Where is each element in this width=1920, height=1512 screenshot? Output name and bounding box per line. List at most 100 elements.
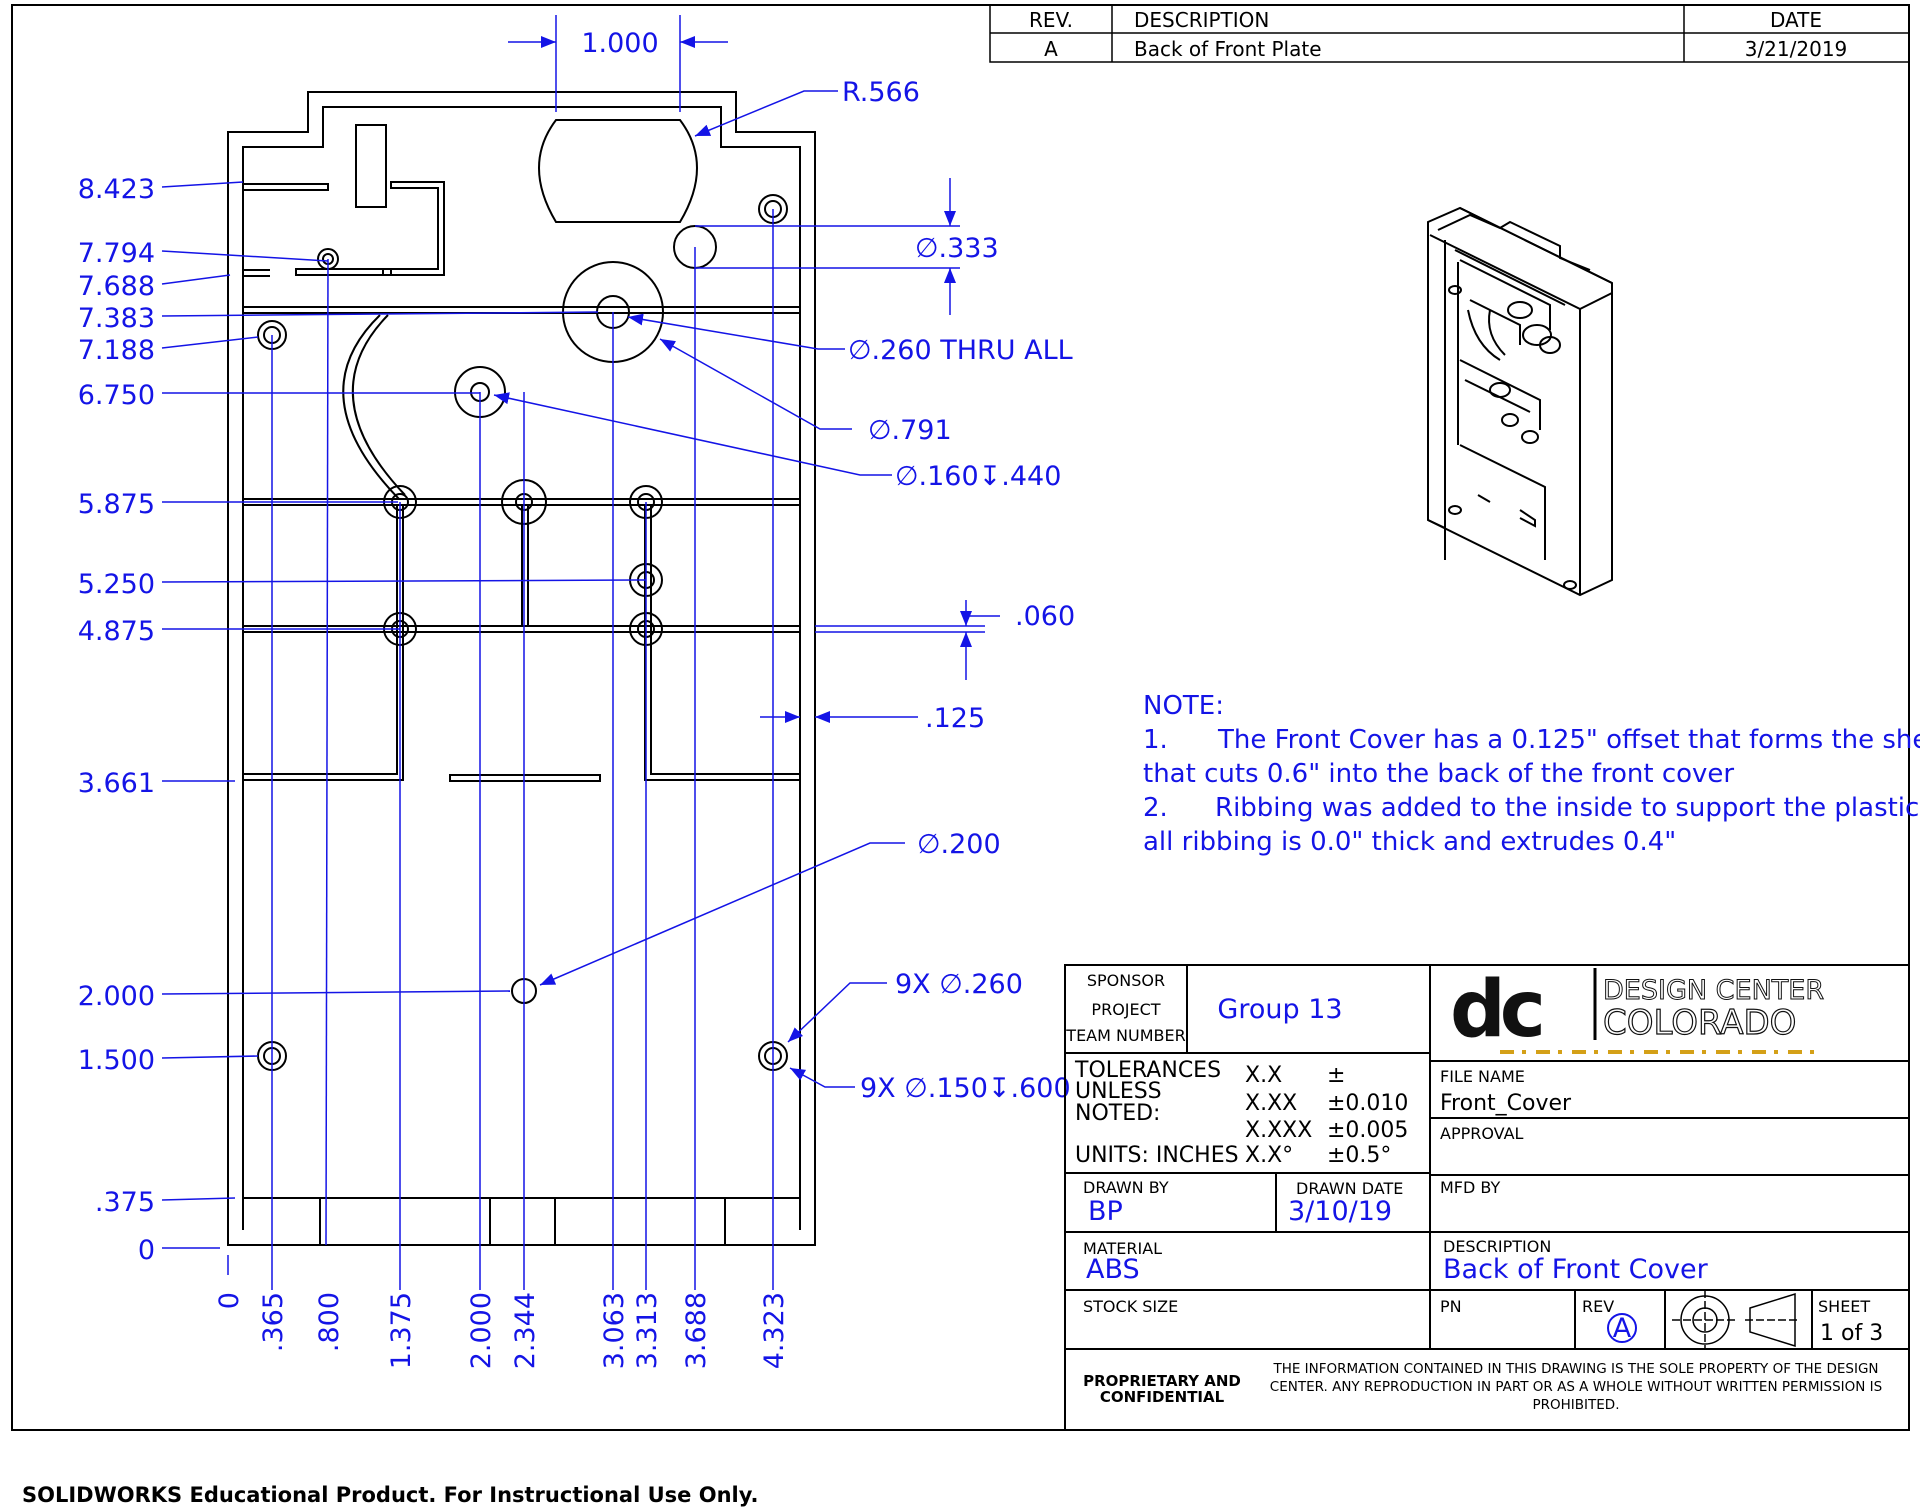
team-number-value: Group 13 [1217, 994, 1342, 1025]
y-dim-5875: 5.875 [78, 489, 155, 520]
description-header: DESCRIPTION [1134, 8, 1269, 32]
y-dim-375: .375 [95, 1187, 155, 1218]
y-dimension-labels: 8.423 7.794 7.688 7.383 7.188 6.750 5.87… [78, 174, 155, 1266]
dim-dia-260-thru: ∅.260 THRU ALL [848, 335, 1073, 366]
dim-9x-150: 9X ∅.150↧.600 [860, 1073, 1071, 1104]
description-cell: Back of Front Plate [1134, 37, 1322, 61]
material-value: ABS [1086, 1254, 1140, 1285]
title-block-text: SPONSOR PROJECT TEAM NUMBER Group 13 dc … [1065, 965, 1883, 1413]
note-1-line-2: that cuts 0.6" into the back of the fron… [1143, 759, 1734, 789]
rev-header: REV. [1029, 8, 1073, 32]
units-label: UNITS: INCHES [1075, 1143, 1239, 1168]
tol-value-3: ±0.005 [1327, 1118, 1408, 1143]
date-header: DATE [1770, 8, 1822, 32]
notes: NOTE: 1. The Front Cover has a 0.125" of… [1143, 691, 1920, 857]
date-cell: 3/21/2019 [1745, 37, 1848, 61]
logo-line-2: COLORADO [1603, 1003, 1796, 1043]
dim-dia-791: ∅.791 [868, 415, 952, 446]
y-dim-3661: 3.661 [78, 768, 155, 799]
y-dim-8423: 8.423 [78, 174, 155, 205]
note-2-line-2: all ribbing is 0.0" thick and extrudes 0… [1143, 827, 1676, 857]
team-number-label: TEAM NUMBER [1065, 1026, 1185, 1045]
rev-cell: A [1044, 37, 1058, 61]
dim-radius: R.566 [842, 77, 920, 108]
proprietary-line-1: PROPRIETARY AND [1083, 1372, 1241, 1390]
note-2-line-1: Ribbing was added to the inside to suppo… [1215, 793, 1920, 823]
stock-size-label: STOCK SIZE [1083, 1297, 1178, 1316]
drawn-by-value: BP [1088, 1196, 1123, 1227]
y-dim-7383: 7.383 [78, 303, 155, 334]
dimension-lines [161, 15, 1000, 1290]
x-dim-1375: 1.375 [386, 1292, 417, 1369]
rev-label: REV [1582, 1297, 1614, 1316]
mfd-by-label: MFD BY [1440, 1178, 1501, 1197]
tol-one-place: X.X [1245, 1063, 1282, 1088]
note-1-number: 1. [1143, 725, 1168, 755]
legal-line-3: PROHIBITED. [1533, 1397, 1620, 1413]
y-dim-6750: 6.750 [78, 380, 155, 411]
tol-two-place: X.XX [1245, 1091, 1297, 1116]
sheet-label: SHEET [1818, 1297, 1870, 1316]
tol-value-4: ±0.5° [1327, 1143, 1391, 1168]
x-dim-3063: 3.063 [599, 1292, 630, 1369]
legal-line-1: THE INFORMATION CONTAINED IN THIS DRAWIN… [1272, 1361, 1878, 1377]
dim-9x-260: 9X ∅.260 [895, 969, 1023, 1000]
y-dim-1500: 1.500 [78, 1045, 155, 1076]
description-value: Back of Front Cover [1443, 1254, 1709, 1285]
y-dim-7688: 7.688 [78, 271, 155, 302]
legal-line-2: CENTER. ANY REPRODUCTION IN PART OR AS A… [1270, 1379, 1882, 1395]
part-outline [227, 91, 816, 1246]
drawn-date-value: 3/10/19 [1288, 1196, 1392, 1227]
tolerances-label: TOLERANCES [1074, 1058, 1221, 1083]
noted-label: NOTED: [1075, 1101, 1160, 1126]
projection-symbol-icon [1672, 1290, 1800, 1349]
dim-top-width: 1.000 [581, 28, 658, 59]
file-name-value: Front_Cover [1440, 1091, 1572, 1116]
x-dimension-labels: 0 .365 .800 1.375 2.000 2.344 3.063 3.31… [214, 1292, 790, 1369]
x-dim-3313: 3.313 [632, 1292, 663, 1369]
note-title: NOTE: [1143, 691, 1224, 721]
file-name-label: FILE NAME [1440, 1067, 1525, 1086]
tol-value-2: ±0.010 [1327, 1091, 1408, 1116]
dim-dia-333: ∅.333 [915, 233, 999, 264]
drawn-date-label: DRAWN DATE [1296, 1179, 1403, 1198]
tol-three-place: X.XXX [1245, 1118, 1312, 1143]
note-1-line-1: The Front Cover has a 0.125" offset that… [1217, 725, 1920, 755]
sponsor-label: SPONSOR [1087, 971, 1165, 990]
y-dim-2000: 2.000 [78, 981, 155, 1012]
sheet-value: 1 of 3 [1820, 1321, 1883, 1346]
pn-label: PN [1440, 1297, 1462, 1316]
rev-value: A [1613, 1313, 1632, 1344]
x-dim-2000: 2.000 [466, 1292, 497, 1369]
title-block [1064, 964, 1910, 1431]
tol-angle: X.X° [1245, 1143, 1293, 1168]
logo-line-1: DESIGN CENTER [1603, 975, 1824, 1006]
approval-label: APPROVAL [1440, 1124, 1524, 1143]
dim-rib-060: .060 [1015, 601, 1075, 632]
y-dim-7188: 7.188 [78, 335, 155, 366]
project-label: PROJECT [1091, 1000, 1160, 1019]
x-dim-3688: 3.688 [681, 1292, 712, 1369]
unless-label: UNLESS [1075, 1079, 1162, 1104]
material-label: MATERIAL [1083, 1239, 1162, 1258]
y-dim-4875: 4.875 [78, 616, 155, 647]
isometric-view [1427, 206, 1613, 597]
dim-wall-125: .125 [925, 703, 985, 734]
revision-table: REV. DESCRIPTION DATE A Back of Front Pl… [989, 4, 1910, 63]
dim-dia-160-deep: ∅.160↧.440 [895, 461, 1061, 492]
sheet-border [11, 4, 1910, 1431]
x-dim-4323: 4.323 [759, 1292, 790, 1369]
y-dim-7794: 7.794 [78, 238, 155, 269]
description-label: DESCRIPTION [1443, 1237, 1551, 1256]
feature-dimension-labels: 1.000 R.566 ∅.333 ∅.260 THRU ALL ∅.791 ∅… [581, 28, 1075, 1104]
x-dim-0: 0 [214, 1292, 245, 1309]
y-dim-0: 0 [138, 1235, 155, 1266]
tol-value-1: ± [1327, 1063, 1345, 1088]
rev-circle [1607, 1313, 1637, 1343]
design-center-logo-mark: dc [1450, 965, 1542, 1055]
solidworks-footer: SOLIDWORKS Educational Product. For Inst… [22, 1483, 759, 1507]
drawn-by-label: DRAWN BY [1083, 1178, 1169, 1197]
x-dim-800: .800 [314, 1292, 345, 1352]
x-dim-2344: 2.344 [510, 1292, 541, 1369]
